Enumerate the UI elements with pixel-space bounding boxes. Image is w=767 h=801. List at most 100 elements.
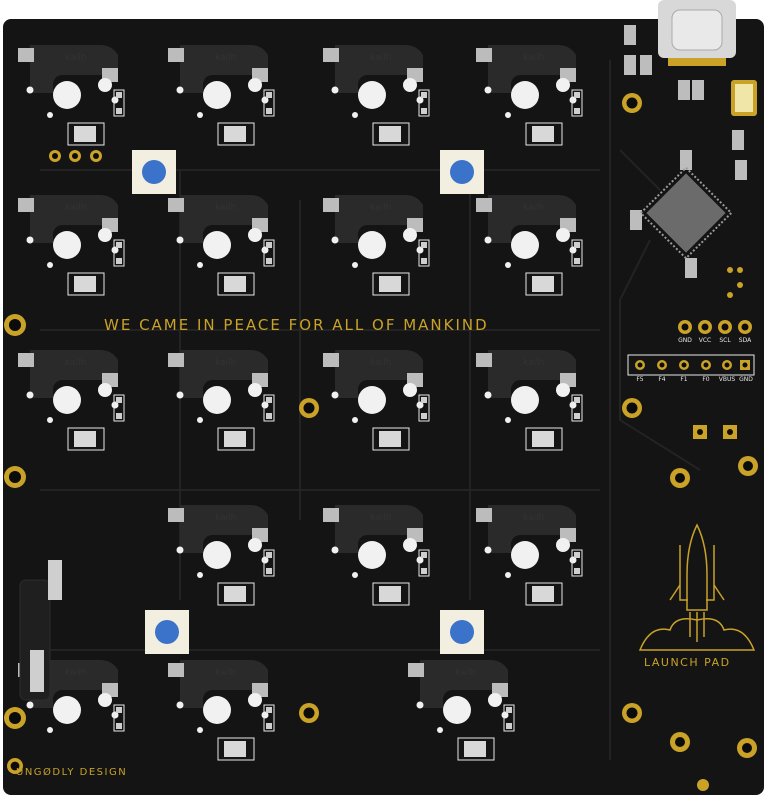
- io-pad-hole: [659, 362, 665, 368]
- hotswap-socket: [30, 45, 118, 93]
- io-label-3: F0: [702, 376, 710, 383]
- hotswap-socket: [420, 660, 508, 708]
- switch-pin-hole: [176, 236, 184, 244]
- switch-center-hole: [511, 386, 539, 414]
- switch-pin-hole: [111, 401, 119, 409]
- diode-pad: [266, 568, 272, 574]
- diode-pad: [506, 707, 512, 713]
- header-pin-hole: [93, 153, 99, 159]
- socket-label: kailh: [523, 513, 544, 523]
- diode-pad: [116, 242, 122, 248]
- smd-component: [624, 55, 636, 75]
- socket-pad: [323, 198, 339, 212]
- diode-outline: [418, 394, 430, 422]
- diode-outline: [263, 89, 275, 117]
- led-outline: [217, 582, 255, 606]
- switch-pin-hole: [331, 546, 339, 554]
- hotswap-socket: [488, 350, 576, 398]
- switch-hole: [98, 78, 112, 92]
- switch-footprint: kailh: [168, 505, 275, 606]
- diode-pad: [266, 707, 272, 713]
- switch-pin-hole: [176, 391, 184, 399]
- socket-label: kailh: [455, 668, 476, 678]
- led-outline: [457, 737, 495, 761]
- mounting-hole: [626, 97, 638, 109]
- switch-footprint: kailh: [323, 505, 430, 606]
- tactile-switch: [440, 610, 484, 654]
- switch-pin-hole: [352, 572, 358, 578]
- switch-footprint: kailh: [168, 45, 275, 146]
- diode-outline: [571, 549, 583, 577]
- diode-pad: [574, 242, 580, 248]
- socket-pad: [476, 48, 492, 62]
- led-outline: [217, 427, 255, 451]
- tactile-button: [155, 620, 179, 644]
- switch-center-hole: [53, 231, 81, 259]
- switch-pin-hole: [197, 417, 203, 423]
- diode-pad: [116, 92, 122, 98]
- diode-outline: [113, 89, 125, 117]
- mounting-hole: [8, 318, 22, 332]
- switch-hole: [248, 78, 262, 92]
- switch-pin-hole: [261, 96, 269, 104]
- switch-footprint: kailh: [168, 195, 275, 296]
- header-pin-hole: [52, 153, 58, 159]
- diode-pad: [421, 552, 427, 558]
- diode-pad: [574, 108, 580, 114]
- switch-hole: [556, 228, 570, 242]
- encoder-pad-hole: [697, 429, 703, 435]
- diode-pad: [116, 707, 122, 713]
- led-outline: [525, 272, 563, 296]
- switch-pin-hole: [261, 711, 269, 719]
- socket-pad: [168, 353, 184, 367]
- led-outline: [217, 737, 255, 761]
- hotswap-socket: [30, 660, 118, 708]
- switch-center-hole: [511, 231, 539, 259]
- switch-pin-hole: [176, 86, 184, 94]
- hotswap-socket: [335, 505, 423, 553]
- diode-outline: [571, 394, 583, 422]
- i2c-pad-hole: [741, 323, 749, 331]
- diode-outline: [113, 704, 125, 732]
- led-pad: [379, 276, 401, 292]
- brand-silkscreen: UNGØDLY DESIGN: [16, 767, 128, 778]
- diode-pad: [116, 397, 122, 403]
- switch-footprint: kailh: [323, 195, 430, 296]
- switch-pin-hole: [416, 556, 424, 564]
- led-pad: [379, 586, 401, 602]
- test-pad: [727, 267, 733, 273]
- hotswap-socket: [30, 195, 118, 243]
- switch-hole: [556, 383, 570, 397]
- socket-pad: [168, 48, 184, 62]
- hotswap-socket: [335, 195, 423, 243]
- i2c-pad-hole: [701, 323, 709, 331]
- switch-footprint: kailh: [408, 660, 515, 761]
- io-label-5: GND: [739, 376, 753, 383]
- io-label-1: F4: [658, 376, 666, 383]
- led-pad: [532, 586, 554, 602]
- usb-c-connector: [658, 0, 736, 66]
- switch-hole: [403, 538, 417, 552]
- io-label-2: F1: [680, 376, 688, 383]
- socket-pad: [18, 353, 34, 367]
- rocket-boosters: [679, 545, 715, 601]
- switch-center-hole: [203, 386, 231, 414]
- diode-outline: [113, 239, 125, 267]
- smd-component: [732, 130, 744, 150]
- led-outline: [67, 122, 105, 146]
- led-pad: [224, 741, 246, 757]
- switch-pin-hole: [416, 246, 424, 254]
- switch-pin-hole: [484, 391, 492, 399]
- switch-pin-hole: [197, 262, 203, 268]
- hotswap-socket: [30, 350, 118, 398]
- switch-pin-hole: [505, 417, 511, 423]
- socket-pad: [168, 663, 184, 677]
- switch-hole: [248, 383, 262, 397]
- switch-hole: [403, 228, 417, 242]
- switch-pin-hole: [26, 86, 34, 94]
- switch-pin-hole: [176, 546, 184, 554]
- io-pad-hole: [681, 362, 687, 368]
- mounting-hole: [303, 707, 315, 719]
- corner-mount-hole: [742, 743, 752, 753]
- switch-pin-hole: [26, 236, 34, 244]
